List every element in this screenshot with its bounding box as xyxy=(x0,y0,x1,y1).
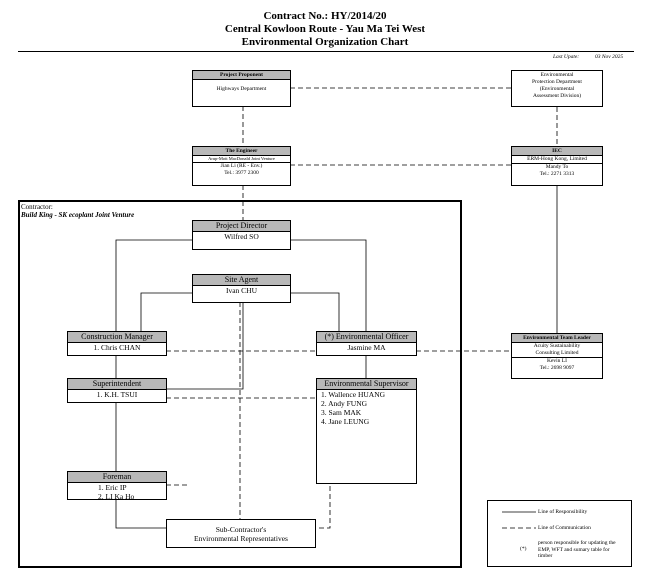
epd-line-4: Assessment Division) xyxy=(532,93,582,99)
legend-star-symbol: (*) xyxy=(520,546,527,552)
legend-communication-label: Line of Communication xyxy=(538,525,591,531)
engineer-contact-tel: Tel.: 3977 2300 xyxy=(224,170,259,176)
director-to-cm-line xyxy=(115,239,192,331)
engineer-box: The Engineer Arup-Mott MacDonald Joint V… xyxy=(192,146,291,186)
env-officer-box: (*) Environmental Officer Jasmine MA xyxy=(316,331,417,356)
subcontractor-line-1: Sub-Contractor's xyxy=(215,525,267,534)
env-officer-name: Jasmine MA xyxy=(347,343,386,352)
env-supervisor-box: Environmental Supervisor 1. Wallence HUA… xyxy=(316,378,417,484)
foreman-to-subcon-line xyxy=(115,498,166,529)
env-supervisor-member: 3. Sam MAK xyxy=(321,408,362,417)
foreman-member: 1. Eric IP xyxy=(98,483,127,492)
env-team-leader-title: Environmental Team Leader xyxy=(512,334,602,343)
subcontractor-box: Sub-Contractor's Environmental Represent… xyxy=(166,519,316,548)
env-officer-title: (*) Environmental Officer xyxy=(317,332,416,343)
site-agent-title: Site Agent xyxy=(193,275,290,286)
legend-box: Line of Responsibility Line of Communica… xyxy=(487,500,632,567)
env-supervisor-title: Environmental Supervisor xyxy=(317,379,416,390)
env-supervisor-member: 4. Jane LEUNG xyxy=(321,417,370,426)
epd-line-2: Protection Department xyxy=(532,79,582,85)
contractor-name: Build King - SK ecoplant Joint Venture xyxy=(21,211,135,219)
legend-star-line-1: person responsible for updating the xyxy=(538,540,616,546)
env-team-leader-box: Environmental Team Leader Acuity Sustain… xyxy=(511,333,603,379)
epd-box: Environmental Protection Department (Env… xyxy=(511,70,603,107)
superintendent-name: 1. K.H. TSUI xyxy=(96,390,138,399)
legend-star-line-3: timber xyxy=(538,553,553,559)
sa-to-eo-line xyxy=(290,292,340,331)
subcontractor-line-2: Environmental Representatives xyxy=(194,534,288,543)
construction-manager-box: Construction Manager 1. Chris CHAN xyxy=(67,331,167,356)
legend-line-samples xyxy=(502,511,536,529)
contractor-label: Contractor: xyxy=(21,203,53,211)
header-rule xyxy=(18,51,634,52)
sa-to-super-line xyxy=(166,288,244,390)
legend-star-line-2: EMP, WFT and sumary table for xyxy=(538,546,610,553)
iec-title: IEC xyxy=(512,147,602,156)
superintendent-title: Superintendent xyxy=(68,379,166,390)
construction-manager-name: 1. Chris CHAN xyxy=(93,343,141,352)
engineer-org: Arup-Mott MacDonald Joint Venture xyxy=(208,156,275,161)
engineer-contact-name: Jian Li (RE - Env.) xyxy=(193,162,290,170)
contract-number-title: Contract No.: HY/2014/20 xyxy=(263,10,387,22)
last-update-label: Last Upate: xyxy=(553,54,580,60)
env-team-leader-org-1: Acuity Sustainability xyxy=(533,343,581,349)
site-agent-box: Site Agent Ivan CHU xyxy=(192,274,291,303)
director-to-eo-line xyxy=(290,239,367,331)
env-team-leader-org-2: Consulting Limited xyxy=(535,350,579,356)
legend-responsibility-label: Line of Responsibility xyxy=(538,509,588,515)
project-director-name: Wilfred SO xyxy=(224,232,259,241)
epd-line-3: (Environmental xyxy=(539,86,575,92)
iec-contact-name: Mandy To xyxy=(512,163,602,171)
sa-to-cm-line xyxy=(140,292,192,331)
foreman-box: Foreman 1. Eric IP 2. LI Ka Ho xyxy=(67,471,167,501)
project-proponent-box: Project Proponent Highways Department xyxy=(192,70,291,107)
iec-box: IEC ERM-Hong Kong, Limited Mandy To Tel.… xyxy=(511,146,603,186)
project-director-title: Project Director xyxy=(193,221,290,232)
env-team-leader-tel: Tel.: 2698 9097 xyxy=(539,365,575,371)
contractor-frame xyxy=(18,200,462,568)
env-team-leader-name: Kevin LI xyxy=(512,357,602,365)
iec-contact-tel: Tel.: 2271 3313 xyxy=(539,171,575,177)
env-supervisor-member: 1. Wallence HUANG xyxy=(321,390,386,399)
iec-org: ERM-Hong Kong, Limited xyxy=(527,156,587,162)
superintendent-box: Superintendent 1. K.H. TSUI xyxy=(67,378,167,403)
last-update-date: 03 Nov 2025 xyxy=(595,54,624,60)
env-supervisor-member: 2. Andy FUNG xyxy=(321,399,368,408)
epd-line-1: Environmental xyxy=(540,72,574,78)
engineer-title: The Engineer xyxy=(193,147,290,156)
site-agent-name: Ivan CHU xyxy=(225,286,258,295)
chart-title: Environmental Organization Chart xyxy=(241,36,409,48)
project-proponent-title: Project Proponent xyxy=(193,71,290,80)
construction-manager-title: Construction Manager xyxy=(68,332,166,343)
foreman-member: 2. LI Ka Ho xyxy=(98,492,135,501)
project-director-box: Project Director Wilfred SO xyxy=(192,220,291,250)
foreman-title: Foreman xyxy=(68,472,166,483)
project-proponent-name: Highways Department xyxy=(216,86,267,92)
project-name-title: Central Kowloon Route - Yau Ma Tei West xyxy=(224,23,426,35)
